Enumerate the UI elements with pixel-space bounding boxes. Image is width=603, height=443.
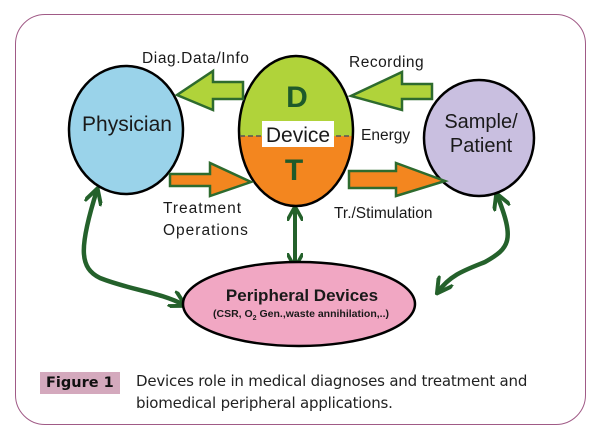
label-treatment-line1: Treatment	[163, 200, 242, 217]
label-treatment-line2: Operations	[163, 222, 249, 239]
label-diag-data: Diag.Data/Info	[142, 50, 250, 67]
label-stimulation: Tr./Stimulation	[334, 205, 433, 222]
patient-node	[422, 78, 536, 198]
patient-label-line2: Patient	[450, 135, 513, 157]
device-label-box	[262, 121, 334, 147]
label-recording: Recording	[349, 54, 424, 71]
label-energy: Energy	[361, 127, 410, 144]
physician-label: Physician	[82, 113, 172, 136]
peripheral-subtitle: (CSR, O2 Gen.,waste annihilation,..)	[213, 308, 389, 322]
connector-patient-peripheral	[438, 195, 508, 292]
arrow-recording	[347, 70, 434, 112]
figure-caption: Devices role in medical diagnoses and tr…	[136, 372, 528, 412]
device-bottom-letter: T	[285, 154, 303, 187]
patient-label-line1: Sample/	[444, 111, 518, 133]
figure-badge: Figure 1	[40, 372, 120, 394]
peripheral-title: Peripheral Devices	[226, 286, 378, 305]
arrow-treatment	[168, 161, 255, 198]
arrow-diag-data	[174, 68, 245, 112]
physician-node	[67, 64, 185, 196]
device-top-letter: D	[286, 81, 308, 114]
device-label: Device	[266, 124, 330, 147]
arrow-stimulation	[347, 161, 449, 198]
peripheral-node	[181, 260, 417, 348]
connector-physician-peripheral	[81, 190, 184, 305]
